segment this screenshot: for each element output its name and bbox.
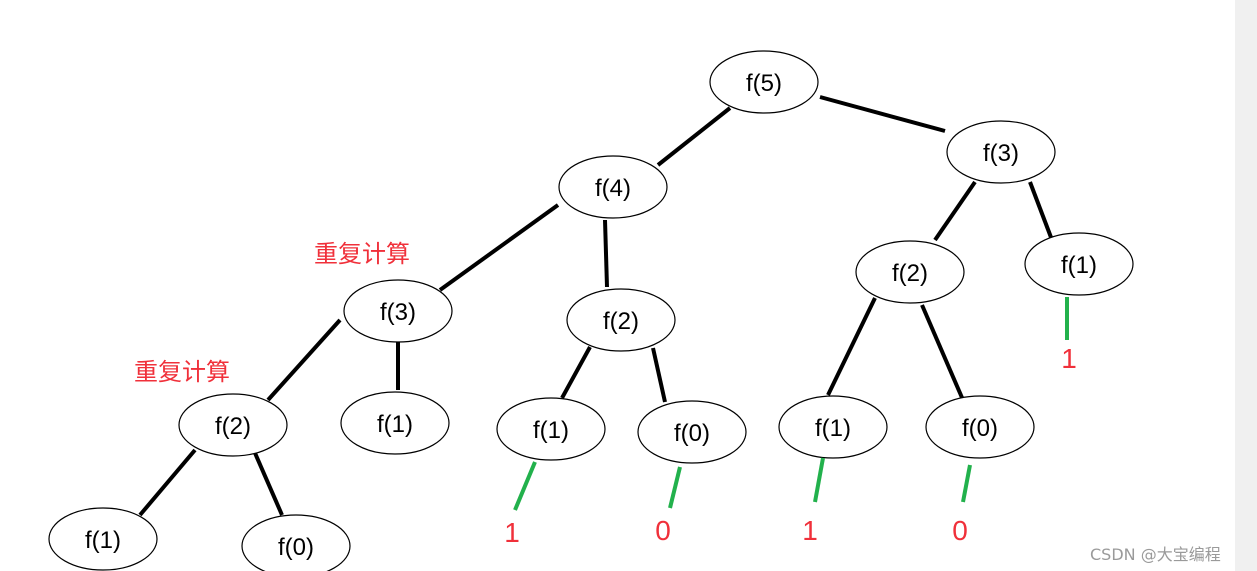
node-label: f(0)	[278, 534, 314, 561]
tree-node	[637, 400, 747, 464]
tree-node	[946, 120, 1056, 184]
scrollbar[interactable]	[1235, 0, 1257, 571]
tree-node	[48, 507, 158, 571]
tree-edge	[651, 347, 667, 403]
node-label: f(1)	[85, 527, 121, 554]
tree-edge	[560, 346, 592, 399]
tree-node	[566, 288, 676, 352]
node-label: f(1)	[815, 415, 851, 442]
result-value: 1	[1061, 343, 1077, 374]
result-value: 0	[655, 515, 671, 546]
result-edge	[961, 464, 972, 503]
tree-edge	[920, 304, 965, 401]
result-edge	[813, 457, 825, 503]
repeat-calc-annotation: 重复计算	[314, 240, 410, 268]
node-label: f(1)	[533, 417, 569, 444]
tree-edge	[603, 219, 609, 288]
node-label: f(1)	[377, 411, 413, 438]
node-label: f(0)	[962, 415, 998, 442]
tree-node	[558, 155, 668, 219]
tree-node	[1024, 232, 1134, 296]
node-label: f(4)	[595, 175, 631, 202]
node-label: f(5)	[746, 70, 782, 97]
tree-node	[496, 397, 606, 461]
node-label: f(2)	[603, 308, 639, 335]
tree-edge	[933, 180, 977, 242]
tree-edge	[819, 95, 946, 133]
tree-edge	[1028, 181, 1054, 241]
result-value: 1	[504, 517, 520, 548]
node-label: f(3)	[380, 299, 416, 326]
tree-node	[241, 514, 351, 571]
node-label: f(2)	[215, 413, 251, 440]
node-label: f(3)	[983, 140, 1019, 167]
result-value: 1	[802, 515, 818, 546]
tree-node	[709, 50, 819, 114]
tree-node	[178, 393, 288, 457]
tree-node	[343, 279, 453, 343]
node-label: f(1)	[1061, 252, 1097, 279]
node-label: f(0)	[674, 420, 710, 447]
tree-node	[778, 395, 888, 459]
tree-edge	[826, 297, 877, 396]
watermark: CSDN @大宝编程	[1090, 545, 1221, 564]
tree-node	[925, 395, 1035, 459]
tree-edge	[253, 452, 284, 516]
tree-edge	[438, 203, 560, 292]
result-edge	[668, 466, 682, 509]
node-label: f(2)	[892, 260, 928, 287]
repeat-calc-annotation: 重复计算	[134, 358, 230, 386]
tree-node	[340, 391, 450, 455]
result-edge	[513, 461, 537, 511]
tree-node	[855, 240, 965, 304]
result-value: 0	[952, 515, 968, 546]
tree-edge	[138, 448, 197, 517]
tree-edge	[266, 318, 342, 402]
tree-edge	[656, 106, 732, 167]
